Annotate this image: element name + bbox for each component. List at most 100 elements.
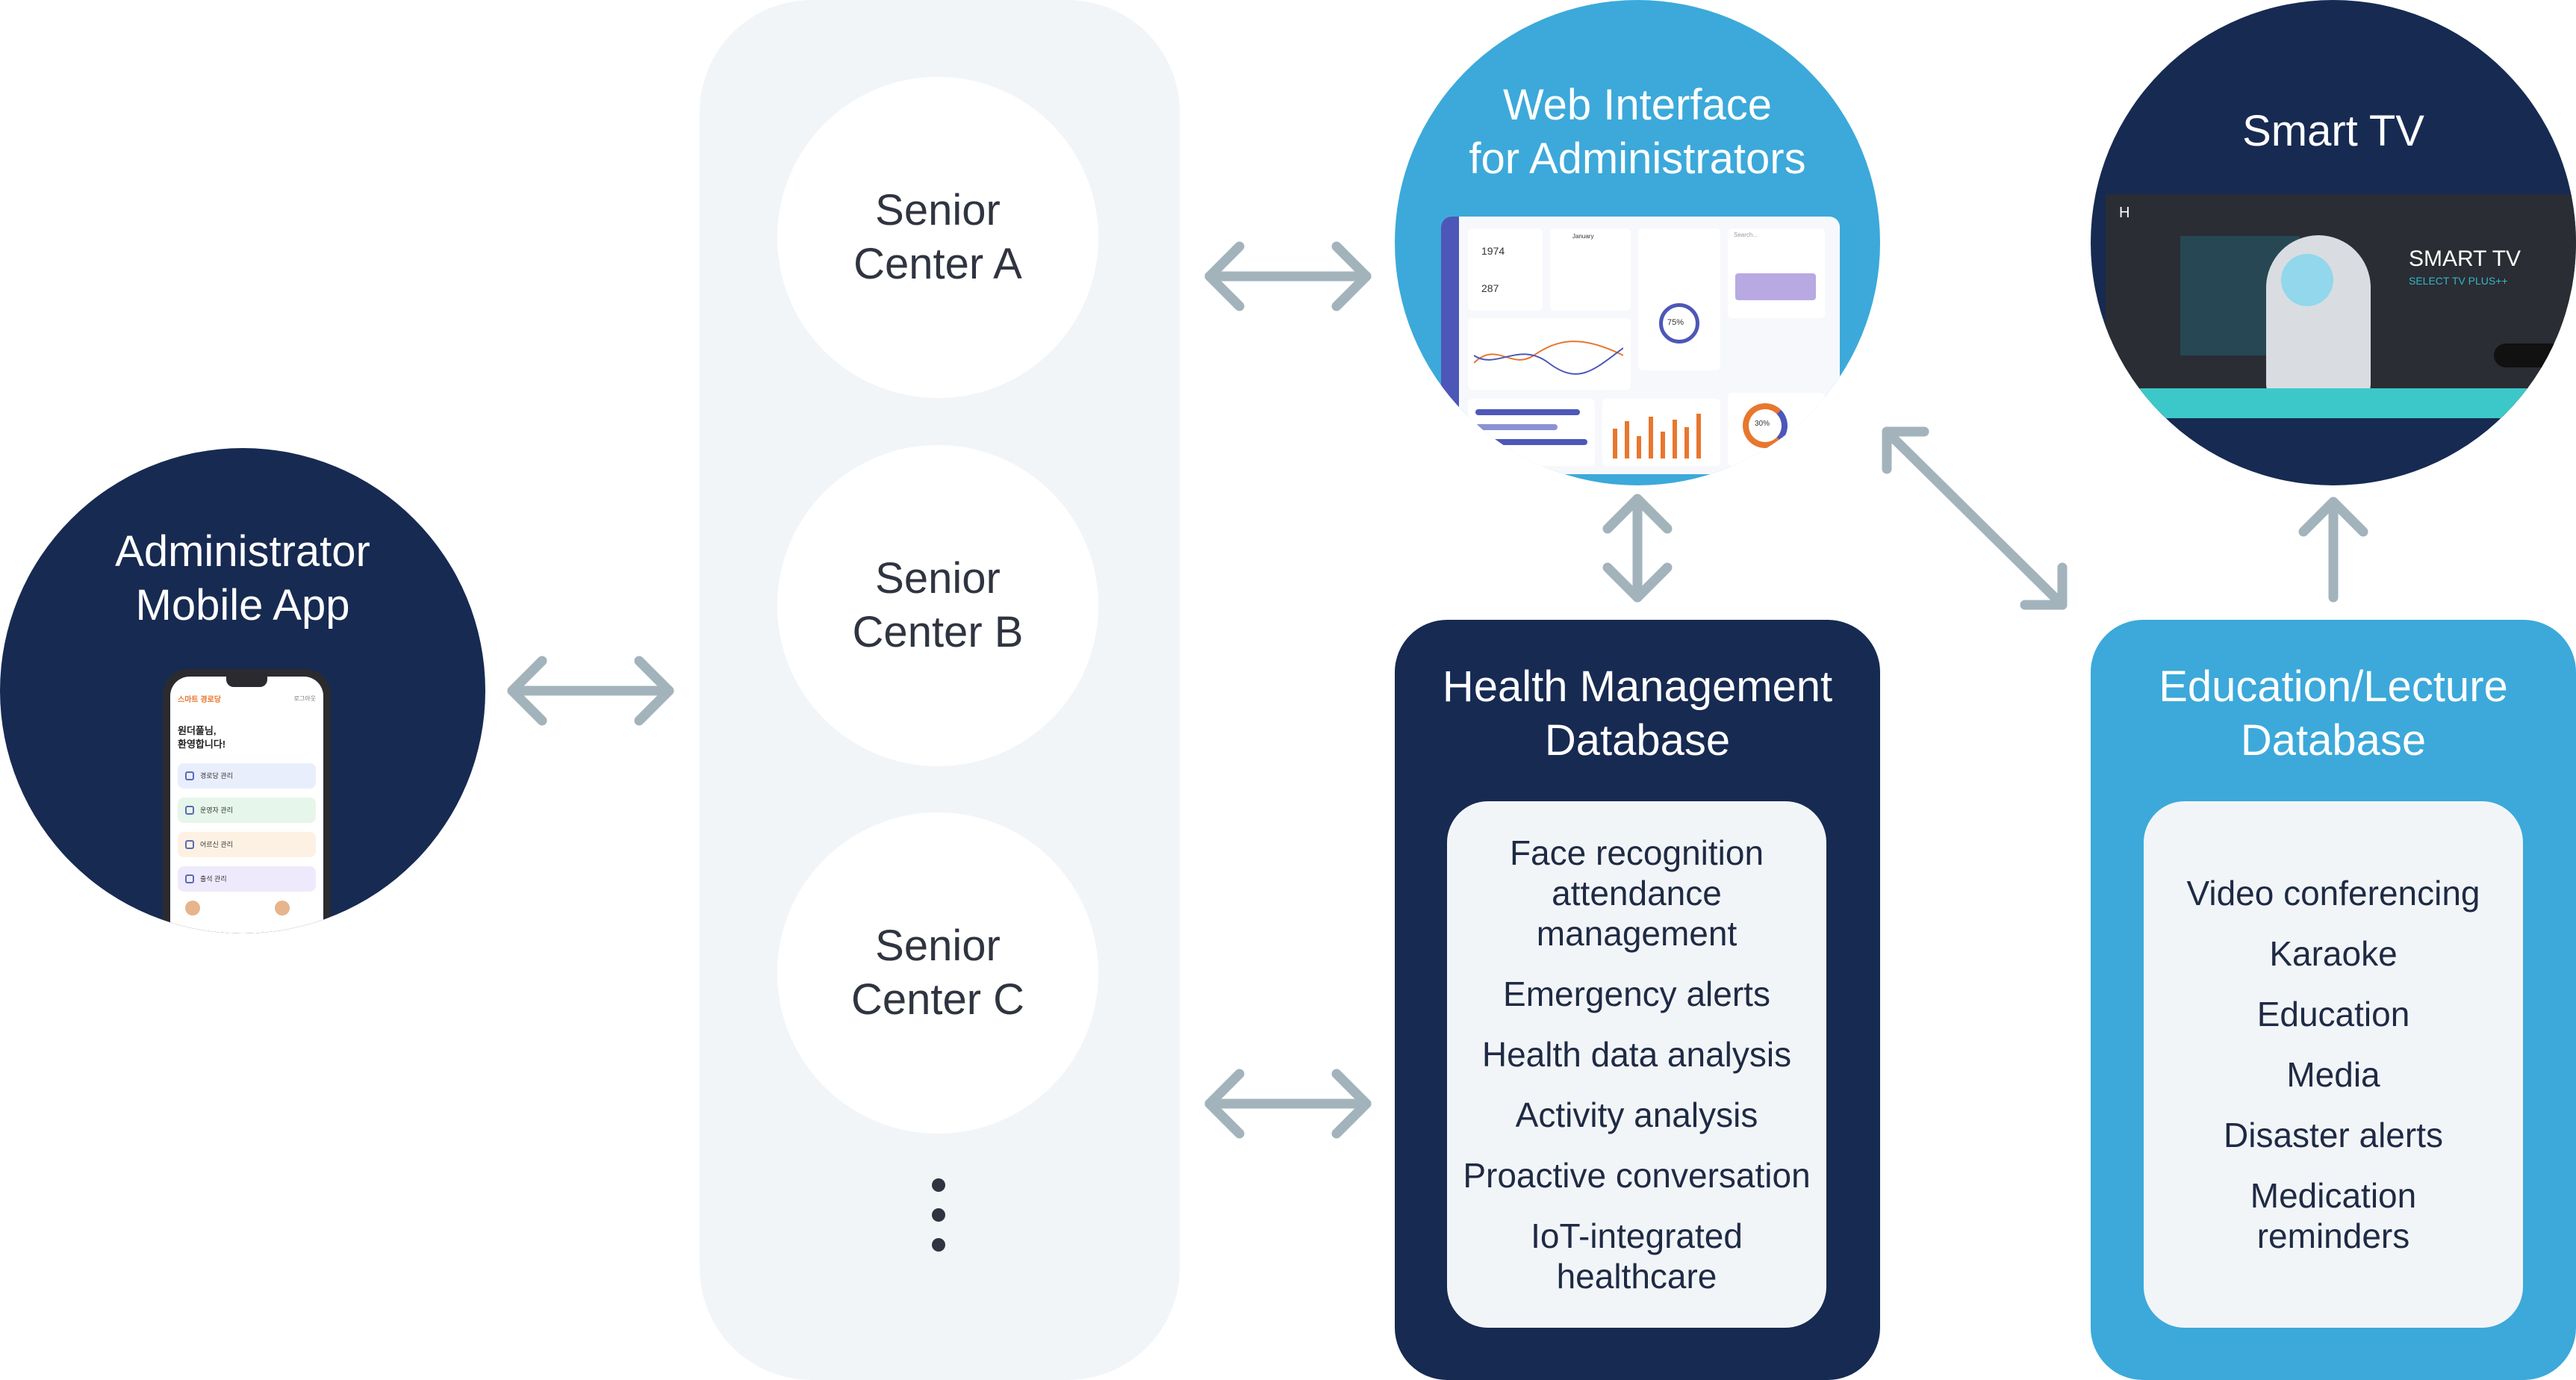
calendar-month: January — [1572, 233, 1594, 240]
home-icon — [185, 771, 194, 780]
education-feature-video-conferencing: Video conferencing — [2186, 874, 2480, 913]
senior-center-c: Senior Center C — [777, 812, 1098, 1134]
education-db-title: Education/Lecture Database — [2091, 660, 2576, 768]
vbar — [1637, 436, 1641, 459]
avatar — [275, 901, 290, 916]
phone-menu-item[interactable]: 운영자 관리 — [178, 798, 316, 823]
people-icon — [185, 840, 194, 849]
education-feature-education: Education — [2256, 995, 2410, 1034]
health-feature-face-recognition: Face recognition — [1509, 833, 1764, 872]
senior-center-c-line2: Center C — [850, 975, 1025, 1024]
health-feature-proactive-conversation: Proactive conversation — [1463, 1156, 1811, 1195]
health-feature-face-recognition: attendance — [1552, 874, 1722, 913]
phone-menu-item[interactable]: 어르신 관리 — [178, 832, 316, 857]
tv-play-button[interactable] — [2494, 344, 2576, 367]
education-db-title-line1: Education/Lecture — [2159, 662, 2508, 711]
donut-percent: 75% — [1667, 318, 1684, 327]
hbar — [1475, 424, 1558, 430]
phone-logo: 스마트 경로당 — [178, 696, 221, 704]
vbar — [1613, 429, 1617, 459]
hbar — [1475, 409, 1580, 415]
dashboard-stat1: 1974 — [1481, 245, 1505, 257]
dashboard-line-chart — [1468, 318, 1631, 390]
education-feature-karaoke: Karaoke — [2269, 934, 2398, 973]
health-feature-iot-healthcare: healthcare — [1556, 1257, 1717, 1296]
web-interface-circle: 1974 287 January 75% Search... — [1395, 0, 1880, 485]
admin-app-title: Administrator Mobile App — [0, 525, 485, 632]
phone-clip: 스마트 경로당 로그아웃 원더풀님, 환영합니다! 경로당 관리 운영자 관리 … — [0, 448, 485, 933]
double-arrow-icon — [1204, 241, 1372, 311]
ellipsis-dot — [932, 1238, 945, 1252]
health-db-title-line1: Health Management — [1442, 662, 1833, 711]
senior-center-a: Senior Center A — [777, 77, 1098, 398]
hbar — [1475, 439, 1587, 445]
phone-menu-item[interactable]: 출석 관리 — [178, 866, 316, 892]
health-feature-iot-healthcare: IoT-integrated — [1531, 1216, 1743, 1255]
senior-center-c-line1: Senior — [875, 921, 1001, 970]
tv-brand-logo: H — [2119, 205, 2130, 221]
web-interface-title: Web Interface for Administrators — [1395, 78, 1880, 186]
vbar — [1649, 417, 1653, 459]
senior-center-b-line2: Center B — [852, 608, 1024, 656]
education-db-title-line2: Database — [2240, 716, 2427, 765]
robot-eye-glow — [2281, 254, 2333, 306]
education-db-features: Video conferencing Karaoke Education Med… — [2144, 801, 2523, 1328]
double-arrow-icon — [1602, 494, 1673, 603]
health-db-title-line2: Database — [1544, 716, 1731, 765]
ellipsis-dot — [932, 1208, 945, 1222]
web-interface-title-line2: for Administrators — [1469, 134, 1806, 183]
vbar — [1684, 427, 1689, 459]
senior-center-b-line1: Senior — [875, 554, 1001, 603]
smart-tv-circle: H SMART TV SELECT TV PLUS++ — [2091, 0, 2576, 485]
dashboard-area-chart: Search... — [1728, 229, 1825, 318]
admin-app-title-line2: Mobile App — [135, 581, 350, 630]
phone-menu-label: 운영자 관리 — [200, 806, 233, 814]
pie-percent: 30% — [1755, 420, 1770, 428]
tv-menu-bar — [2106, 388, 2576, 418]
senior-center-a-line2: Center A — [853, 240, 1022, 288]
dashboard-progress-card: 75% — [1638, 229, 1720, 370]
vbar — [1661, 432, 1665, 459]
vbar — [1625, 421, 1629, 459]
avatar — [185, 901, 200, 916]
donut-chart — [1659, 303, 1699, 344]
phone-greeting-line2: 환영합니다! — [178, 739, 226, 750]
dashboard-screenshot: 1974 287 January 75% Search... — [1441, 217, 1840, 474]
double-arrow-icon — [1882, 426, 2068, 610]
phone-screen: 스마트 경로당 로그아웃 원더풀님, 환영합니다! 경로당 관리 운영자 관리 … — [170, 677, 323, 933]
area-fill — [1735, 273, 1816, 300]
ellipsis-dot — [932, 1178, 945, 1192]
phone-menu-item[interactable]: 경로당 관리 — [178, 763, 316, 789]
phone-notch — [226, 677, 267, 687]
education-feature-medication-reminders: Medication — [2250, 1176, 2417, 1215]
tv-screen: H SMART TV SELECT TV PLUS++ — [2106, 194, 2576, 418]
pie-chart — [1743, 403, 1788, 448]
tv-screen-title: SMART TV — [2409, 246, 2521, 271]
education-feature-media: Media — [2286, 1055, 2380, 1094]
phone-logout-link[interactable]: 로그아웃 — [293, 695, 316, 702]
health-db-title: Health Management Database — [1395, 660, 1880, 768]
health-feature-face-recognition: management — [1536, 914, 1737, 953]
calendar-icon — [185, 874, 194, 883]
phone-greeting-line1: 원더풀님, — [178, 725, 217, 736]
admin-app-title-line1: Administrator — [115, 527, 370, 576]
up-arrow-icon — [2298, 497, 2368, 603]
line-chart-svg — [1474, 341, 1623, 375]
senior-center-b: Senior Center B — [777, 445, 1098, 766]
health-feature-emergency-alerts: Emergency alerts — [1503, 975, 1770, 1013]
double-arrow-icon — [507, 656, 674, 726]
dashboard-sidebar — [1441, 217, 1459, 474]
smart-tv-title-text: Smart TV — [2242, 107, 2424, 155]
tv-screen-subtitle: SELECT TV PLUS++ — [2409, 275, 2508, 287]
web-interface-title-line1: Web Interface — [1502, 81, 1772, 129]
senior-center-a-line1: Senior — [875, 186, 1001, 234]
health-feature-health-data-analysis: Health data analysis — [1481, 1035, 1792, 1074]
vbar — [1696, 414, 1701, 459]
smart-tv-title: Smart TV — [2091, 105, 2576, 158]
phone-menu-label: 경로당 관리 — [200, 772, 233, 780]
double-arrow-icon — [1204, 1069, 1372, 1139]
dashboard-search[interactable]: Search... — [1734, 231, 1758, 238]
user-icon — [185, 806, 194, 815]
health-db-features: Face recognition attendance management E… — [1447, 801, 1826, 1328]
